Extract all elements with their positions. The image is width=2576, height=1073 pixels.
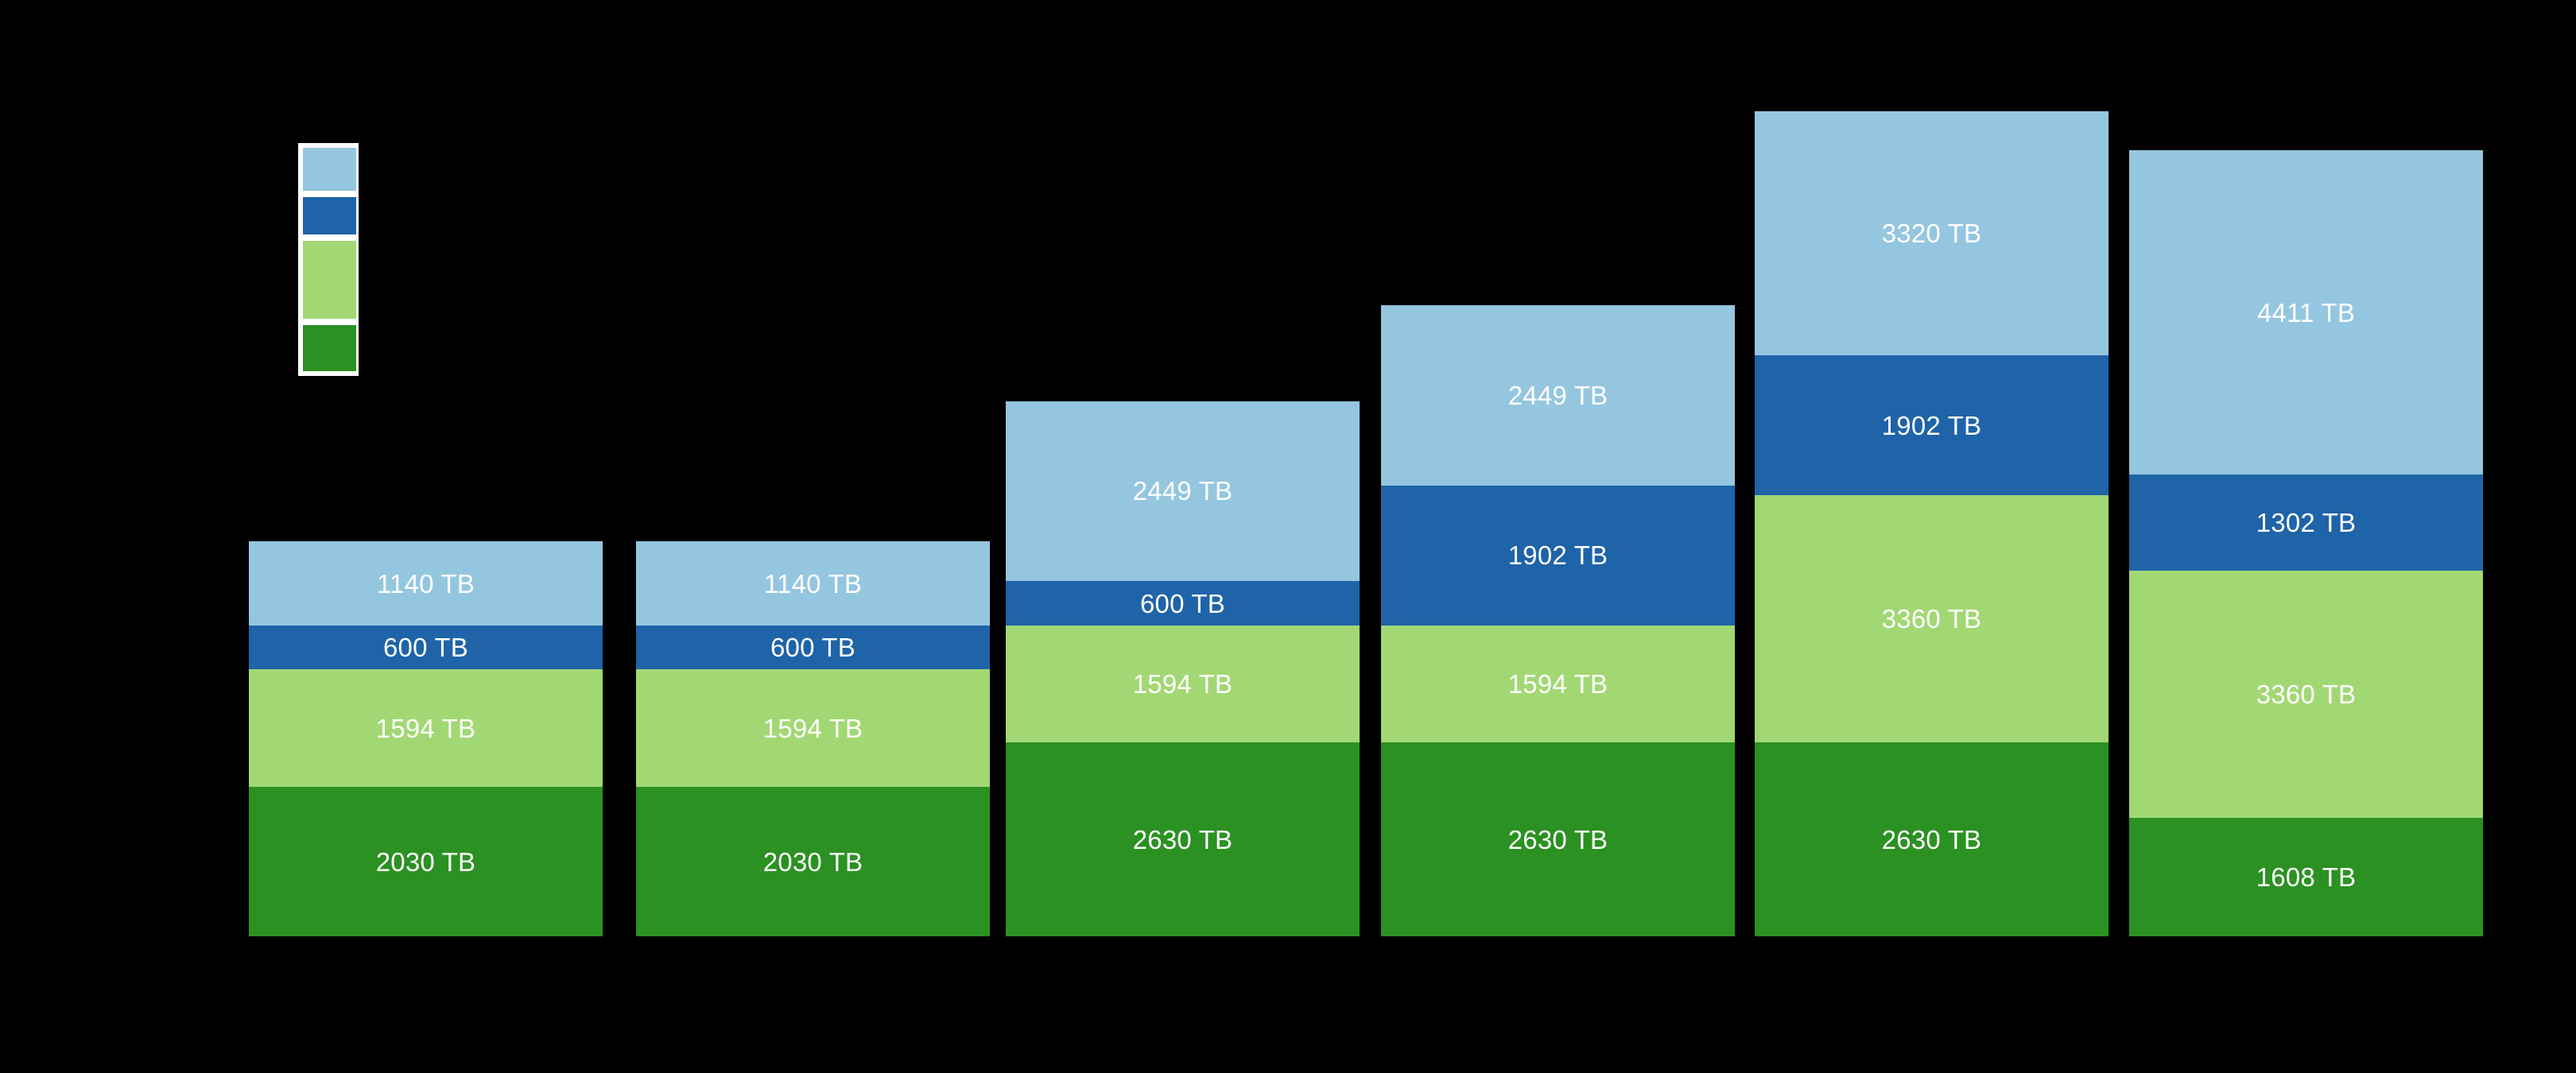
legend-swatch-dark-blue: [303, 197, 356, 234]
bar-value-label: 1902 TB: [1507, 540, 1608, 571]
bar-segment-series-2-4[interactable]: 3360 TB: [1755, 495, 2109, 743]
bar-value-label: 1902 TB: [1881, 410, 1982, 440]
bar-segment-series-1-3[interactable]: 2630 TB: [1381, 742, 1735, 936]
bar-value-label: 1140 TB: [376, 568, 475, 598]
bar-value-label: 600 TB: [1140, 588, 1225, 618]
legend-item-1[interactable]: [303, 197, 356, 234]
bar-value-label: 2030 TB: [762, 846, 863, 877]
bar-segment-series-3-3[interactable]: 1902 TB: [1381, 485, 1735, 626]
bar-segment-series-4-2[interactable]: 2449 TB: [1006, 401, 1360, 582]
legend-item-0[interactable]: [303, 148, 356, 191]
bar-value-label: 1302 TB: [2256, 508, 2357, 538]
chart-legend: [298, 143, 359, 376]
bar-value-label: 1594 TB: [375, 713, 476, 743]
bar-value-label: 3320 TB: [1881, 219, 1982, 248]
bar-value-label: 2449 TB: [1507, 380, 1608, 410]
bar-value-label: 2030 TB: [375, 846, 476, 877]
bar-segment-series-3-5[interactable]: 1302 TB: [2129, 475, 2483, 571]
bar-segment-series-1-1[interactable]: 2030 TB: [636, 787, 990, 936]
bar-group-4[interactable]: 2630 TB 3360 TB 1902 TB 3320 TB: [1755, 110, 2109, 936]
bar-value-label: 3360 TB: [2256, 680, 2357, 710]
bar-group-0[interactable]: 2030 TB 1594 TB 600 TB 1140 TB: [249, 541, 603, 936]
bar-segment-series-4-4[interactable]: 3320 TB: [1755, 110, 2109, 356]
bar-value-label: 1594 TB: [1132, 669, 1233, 699]
bar-group-2[interactable]: 2630 TB 1594 TB 600 TB 2449 TB: [1006, 401, 1360, 936]
bar-segment-series-1-0[interactable]: 2030 TB: [249, 787, 603, 936]
legend-swatch-light-green: [303, 241, 356, 319]
bar-value-label: 2449 TB: [1132, 476, 1233, 506]
bar-segment-series-3-2[interactable]: 600 TB: [1006, 581, 1360, 626]
bar-segment-series-4-5[interactable]: 4411 TB: [2129, 149, 2483, 475]
legend-item-2[interactable]: [303, 241, 356, 319]
bar-segment-series-2-3[interactable]: 1594 TB: [1381, 625, 1735, 743]
bar-value-label: 1140 TB: [763, 568, 863, 598]
bar-segment-series-1-2[interactable]: 2630 TB: [1006, 742, 1360, 936]
bar-value-label: 1608 TB: [2256, 862, 2357, 893]
bar-segment-series-4-1[interactable]: 1140 TB: [636, 541, 990, 626]
legend-swatch-dark-green: [303, 325, 356, 371]
bar-value-label: 3360 TB: [1881, 604, 1982, 634]
bar-segment-series-1-5[interactable]: 1608 TB: [2129, 818, 2483, 936]
bar-segment-series-4-0[interactable]: 1140 TB: [249, 541, 603, 626]
bar-value-label: 1594 TB: [762, 713, 863, 743]
bar-value-label: 600 TB: [383, 633, 468, 663]
bar-value-label: 2630 TB: [1132, 824, 1233, 854]
bar-segment-series-3-0[interactable]: 600 TB: [249, 625, 603, 670]
bar-value-label: 2630 TB: [1881, 824, 1982, 854]
legend-item-3[interactable]: [303, 325, 356, 371]
bar-group-5[interactable]: 1608 TB 3360 TB 1302 TB 4411 TB: [2129, 149, 2483, 936]
bar-segment-series-4-3[interactable]: 2449 TB: [1381, 304, 1735, 486]
bar-value-label: 4411 TB: [2256, 297, 2356, 327]
bar-segment-series-2-1[interactable]: 1594 TB: [636, 669, 990, 788]
bar-segment-series-2-5[interactable]: 3360 TB: [2129, 570, 2483, 819]
bar-segment-series-3-4[interactable]: 1902 TB: [1755, 355, 2109, 496]
bar-group-1[interactable]: 2030 TB 1594 TB 600 TB 1140 TB: [636, 541, 990, 936]
bar-segment-series-2-0[interactable]: 1594 TB: [249, 669, 603, 788]
bar-value-label: 1594 TB: [1507, 669, 1608, 699]
bar-segment-series-1-4[interactable]: 2630 TB: [1755, 742, 2109, 936]
bar-segment-series-3-1[interactable]: 600 TB: [636, 625, 990, 670]
bar-segment-series-2-2[interactable]: 1594 TB: [1006, 625, 1360, 743]
bar-value-label: 2630 TB: [1507, 824, 1608, 854]
legend-swatch-light-blue: [303, 148, 356, 191]
bar-value-label: 600 TB: [770, 633, 855, 663]
bar-group-3[interactable]: 2630 TB 1594 TB 1902 TB 2449 TB: [1381, 304, 1735, 936]
